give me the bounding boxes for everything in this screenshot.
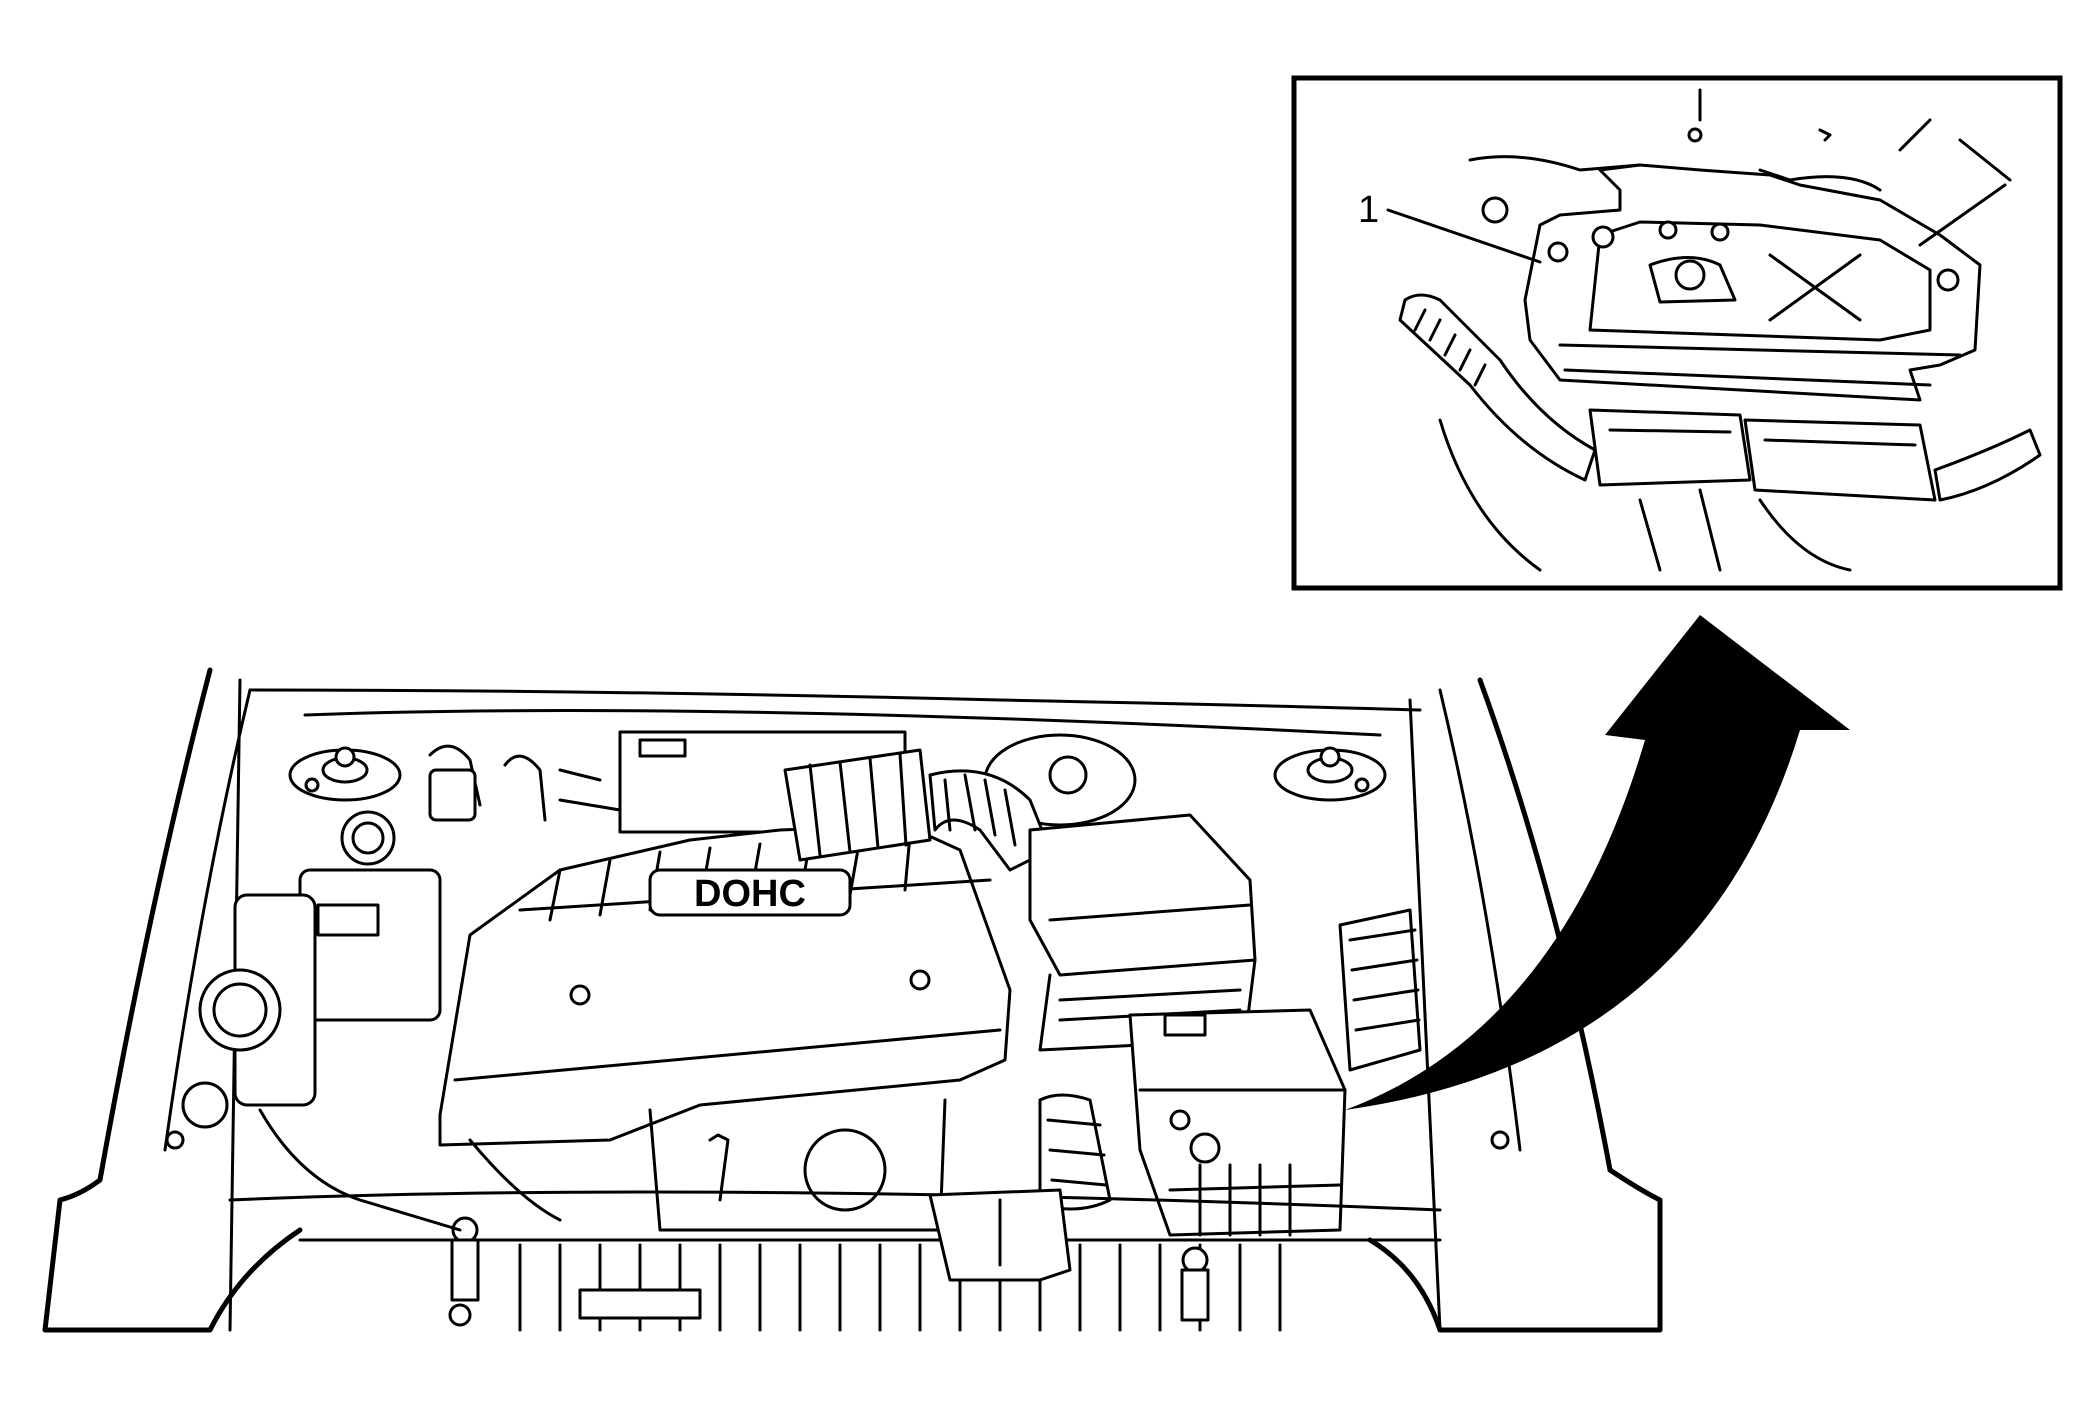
inset-harness-left [1398,293,1597,482]
inset-leader-right [1918,183,2007,247]
right-strut-tower [1273,746,1387,802]
firewall [248,688,1422,712]
air-cleaner-box [1028,813,1257,1052]
left-strut-tower [288,746,402,802]
engine-cover-text: DOHC [694,873,806,915]
detail-inset: 1 [1291,75,2063,591]
engine-cover: DOHC [438,823,1012,1147]
callout-1-leader [1386,208,1542,264]
right-fender-inner [1408,688,1522,1332]
cowl-line [303,709,1382,737]
ecm-module [1523,163,1982,402]
inset-harness-right [1933,428,2042,502]
right-fender [1367,677,1663,1333]
coolant-reservoir [298,810,442,1022]
callout-1-label: 1 [1358,189,1379,231]
wiring-harness [258,1108,562,1232]
left-fender [42,667,303,1333]
engine-bay-view: DOHC [42,667,1663,1333]
radiator-support [228,1188,1442,1332]
engine-cover-badge [648,868,852,917]
firewall-hoses [428,744,622,822]
brake-reservoir-cap [1048,755,1088,795]
air-intake-duct [783,748,1052,872]
washer-reservoir [181,893,317,1129]
hood-latch [578,1288,702,1320]
support-bolts [165,1130,1510,1327]
ecm-connectors [1588,408,1937,502]
lower-engine [648,1098,947,1232]
curved-arrow-icon [1345,615,1850,1110]
